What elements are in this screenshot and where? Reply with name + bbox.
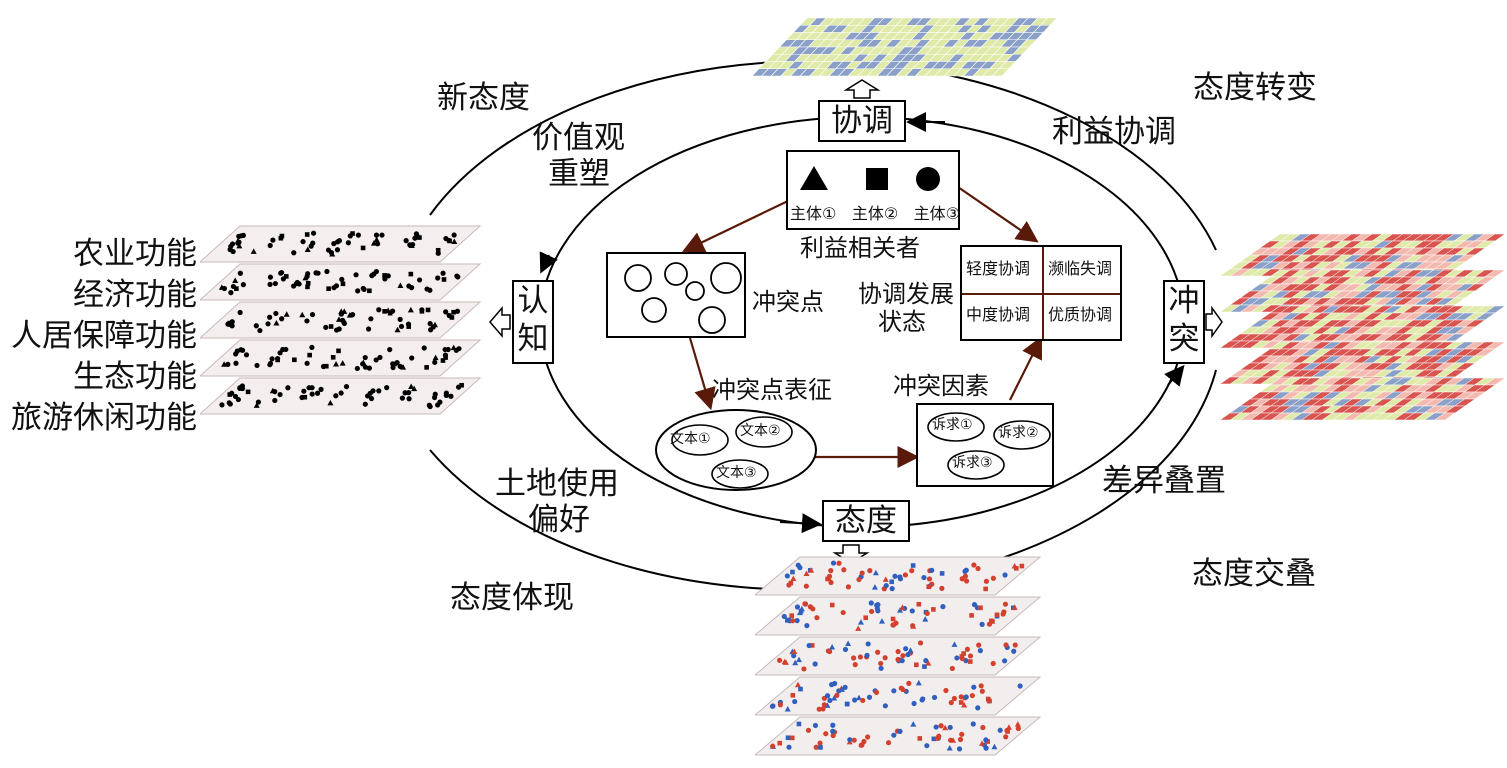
left-function-stack: [200, 225, 482, 415]
conflict-point-label: 冲突点: [752, 288, 824, 316]
difference-overlay-label: 差异叠置: [1102, 463, 1226, 499]
appeal-2-label: 诉求②: [998, 425, 1039, 441]
land-use-pref-label-2: 偏好: [528, 502, 590, 538]
function-tourism: 旅游休闲功能: [11, 400, 197, 436]
state-cell-4: 优质协调: [1048, 305, 1113, 324]
function-econ: 经济功能: [73, 277, 197, 313]
conflict-node: 冲 突: [1163, 280, 1205, 364]
attitude-change-label: 态度转变: [1193, 70, 1317, 106]
function-agri: 农业功能: [73, 236, 197, 272]
function-living: 人居保障功能: [11, 318, 197, 354]
attitude-node-label: 态度: [835, 503, 897, 539]
attitude-node: 态度: [822, 500, 910, 542]
function-eco: 生态功能: [73, 359, 197, 395]
conflict-point-box: [606, 252, 746, 338]
state-cell-1: 轻度协调: [966, 259, 1031, 278]
top-grid-layer: [752, 17, 1058, 77]
conflict-node-label-2: 突: [1168, 321, 1200, 357]
right-conflict-stack: [1220, 233, 1506, 421]
coordination-state-label-1: 协调发展: [858, 280, 954, 308]
conflict-factor-label: 冲突因素: [893, 372, 989, 400]
land-use-pref-label-1: 土地使用: [495, 466, 619, 502]
square-icon: [866, 168, 888, 190]
conflict-node-label-1: 冲: [1168, 283, 1200, 319]
cognition-node-label-1: 认: [517, 283, 549, 319]
text-1-label: 文本①: [670, 431, 711, 447]
conflict-factor-box: 诉求① 诉求② 诉求③: [916, 403, 1054, 487]
value-reshape-label-1: 价值观: [532, 120, 625, 156]
bottom-attitude-stack: [755, 556, 1042, 756]
triangle-icon: [800, 166, 828, 190]
appeal-1-label: 诉求①: [932, 417, 973, 433]
value-reshape-label-2: 重塑: [548, 156, 610, 192]
coordination-state-label-2: 状态: [878, 308, 926, 336]
subject-2-label: 主体②: [851, 204, 899, 223]
coordination-node: 协调: [818, 100, 906, 142]
state-cell-3: 中度协调: [966, 305, 1031, 324]
function-list: 农业功能 经济功能 人居保障功能 生态功能 旅游休闲功能: [11, 234, 197, 439]
text-3-label: 文本③: [716, 465, 757, 481]
interest-coordination-label: 利益协调: [1052, 114, 1176, 150]
stakeholders-label: 利益相关者: [800, 234, 920, 262]
subject-1-label: 主体①: [790, 204, 837, 223]
state-cell-2: 濒临失调: [1048, 259, 1113, 278]
conflict-repr-ellipse: [655, 409, 817, 491]
subject-shapes: [800, 166, 940, 191]
cognition-node: 认 知: [512, 280, 554, 364]
attitude-embody-label: 态度体现: [450, 580, 574, 616]
attitude-overlap-label: 态度交叠: [1192, 556, 1316, 592]
stakeholders-box: 主体① 主体② 主体③: [786, 150, 960, 230]
coordination-node-label: 协调: [831, 103, 893, 139]
conflict-repr-label: 冲突点表征: [712, 376, 832, 404]
subject-3-label: 主体③: [913, 204, 960, 223]
circle-icon: [916, 167, 940, 191]
text-2-label: 文本②: [740, 423, 781, 439]
cognition-node-label-2: 知: [517, 321, 549, 357]
coordination-state-box: 轻度协调 濒临失调 中度协调 优质协调: [960, 245, 1122, 341]
appeal-3-label: 诉求③: [952, 455, 993, 471]
new-attitude-label: 新态度: [437, 80, 530, 116]
